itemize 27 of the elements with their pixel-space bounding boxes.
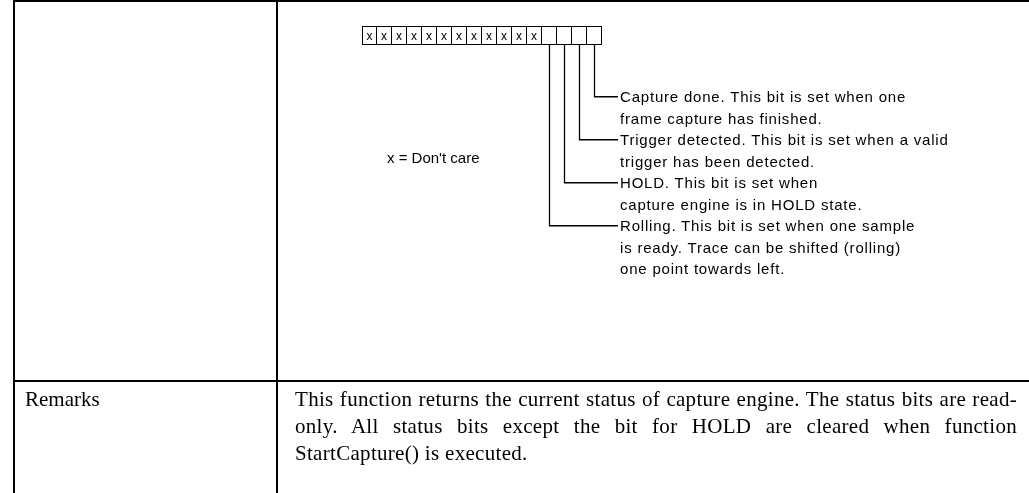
leader-line xyxy=(563,44,619,184)
bit-cell xyxy=(541,26,557,45)
remarks-text: This function returns the current status of capture engine. The status bits are read-only. All status bits except the bit for HOLD are cleared when function StartCapture() is executed. xyxy=(295,386,1017,467)
leader-line xyxy=(548,44,619,227)
bit-cell: x xyxy=(511,26,527,45)
row-header: Remarks xyxy=(25,386,100,413)
bit-cell: x xyxy=(451,26,467,45)
bit-cell: x xyxy=(526,26,542,45)
leader-line xyxy=(593,44,619,98)
bit-cell xyxy=(571,26,587,45)
bit-cell: x xyxy=(496,26,512,45)
bit-cell: x xyxy=(406,26,422,45)
bit-description: Capture done. This bit is set when one frame capture has finished. xyxy=(620,86,915,129)
bit-cell: x xyxy=(362,26,377,45)
bit-cell: x xyxy=(466,26,482,45)
leader-line xyxy=(578,44,619,141)
bit-cell: x xyxy=(481,26,497,45)
bit-description: Trigger detected. This bit is set when a valid trigger has been detected. xyxy=(620,129,985,172)
bit-cell: x xyxy=(391,26,407,45)
bit-description: Rolling. This bit is set when one sample is ready. Trace can be shifted (rolling) one point towards left. xyxy=(620,215,920,280)
bit-cell: x xyxy=(421,26,437,45)
legend-note: x = Don't care xyxy=(387,148,480,168)
bit-cell: x xyxy=(436,26,452,45)
bit-cell: x xyxy=(376,26,392,45)
bit-cell xyxy=(556,26,572,45)
bit-description: HOLD. This bit is set when capture engine is in HOLD state. xyxy=(620,172,870,215)
bit-cell xyxy=(586,26,602,45)
